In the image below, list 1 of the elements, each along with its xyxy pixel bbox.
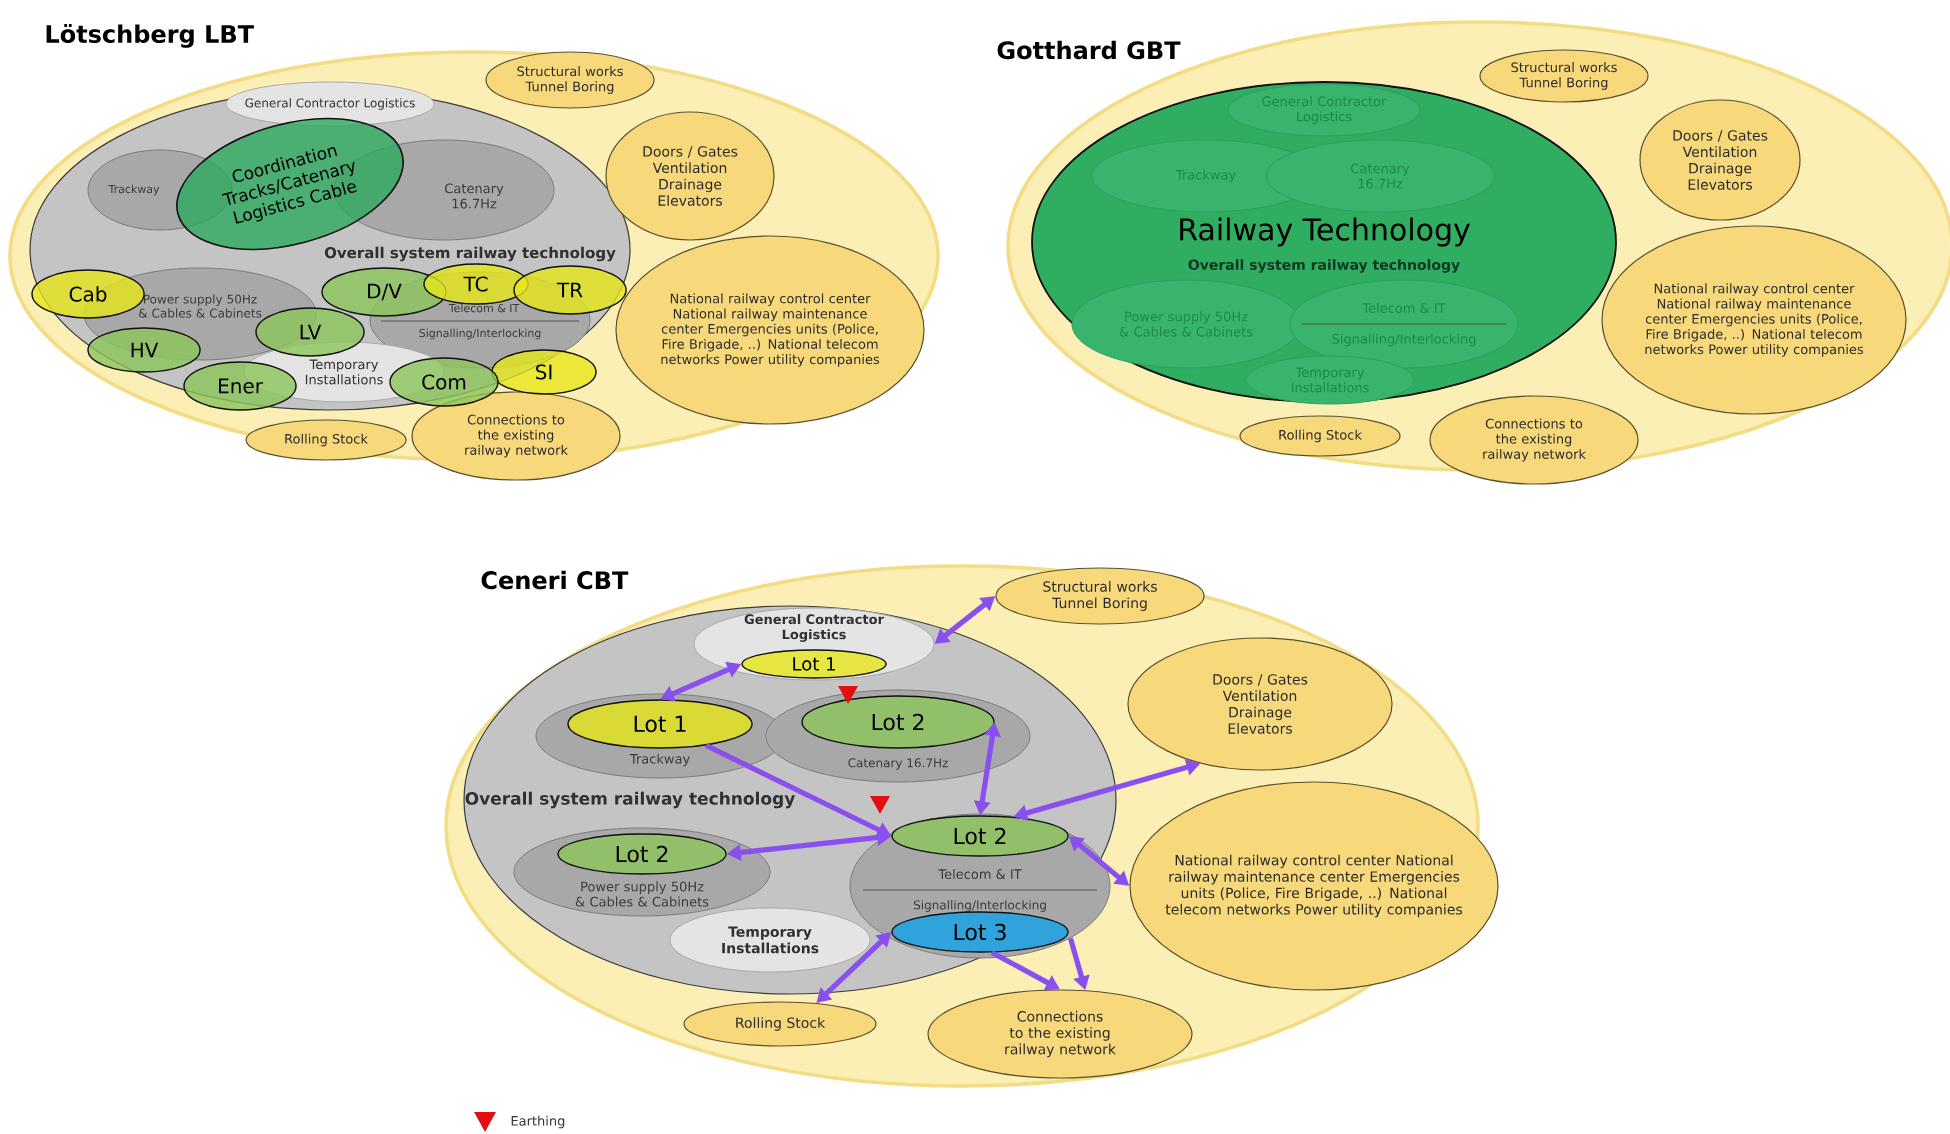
node-label: Lötschberg LBT — [46, 24, 254, 48]
